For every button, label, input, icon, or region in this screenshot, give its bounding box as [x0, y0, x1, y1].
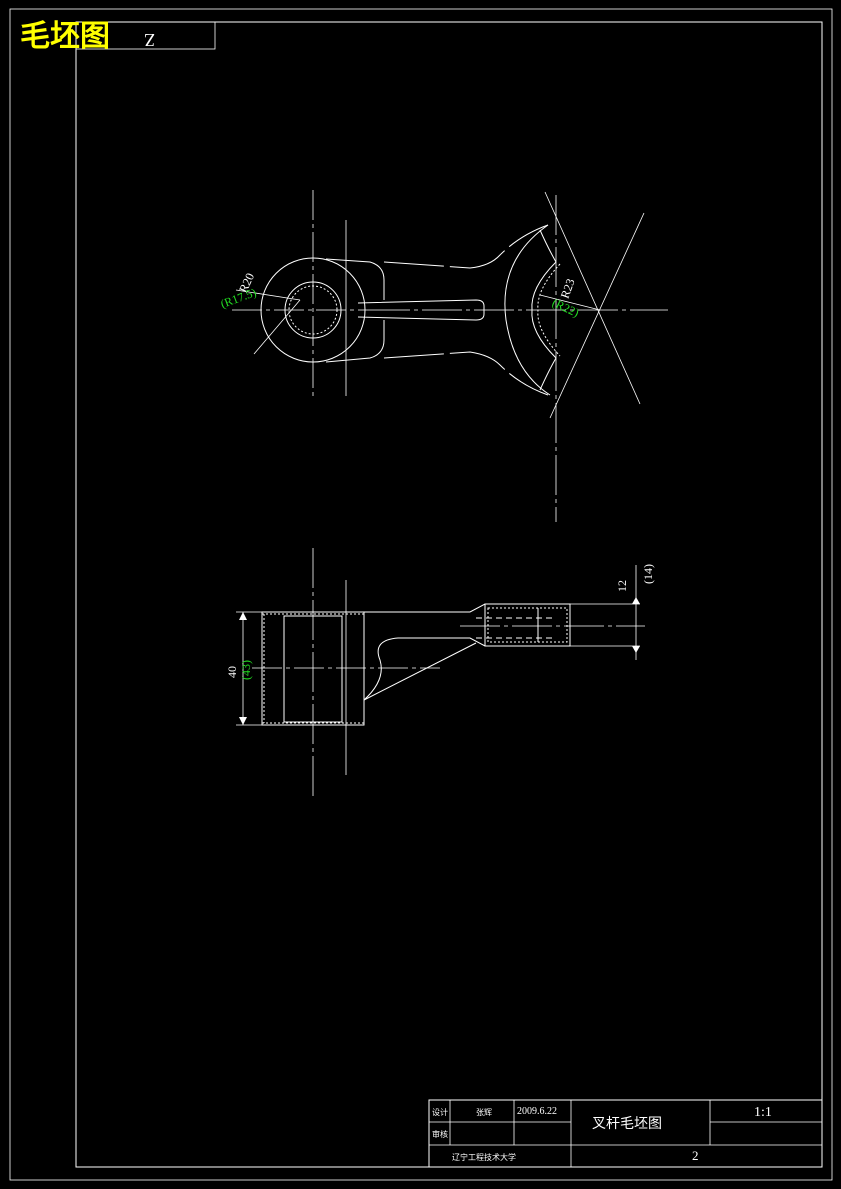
leader-r-left: [253, 299, 301, 355]
dim-height-right-blank: (14): [641, 564, 655, 584]
arrow-left-top: [239, 612, 247, 620]
title-block: 设计 审核 张辉 2009.6.22 叉杆毛坯图 1:1 辽宁工程技术大学 2: [428, 1099, 823, 1168]
arrow-right-top: [632, 597, 640, 604]
arm-lower-boss: [325, 320, 385, 363]
tb-role-review: 审核: [432, 1129, 448, 1139]
dim-r-right: R23: [558, 277, 578, 301]
fork-boss-allowance: [487, 607, 568, 643]
tb-scale: 1:1: [754, 1105, 772, 1120]
dim-height-left-blank: (43): [239, 660, 253, 680]
tb-role-design: 设计: [432, 1107, 448, 1117]
arm-rib-line: [363, 642, 477, 701]
fork-inner-arc-blank: [537, 263, 561, 357]
arm-upper-boss: [325, 258, 385, 300]
fork-bottom-tip: [539, 357, 557, 391]
arrow-right-bottom: [632, 646, 640, 653]
hub-bore-inner: [288, 285, 338, 335]
top-view: R20 (R17.5) R23 (R22): [219, 190, 668, 522]
construction-line-b: [549, 212, 645, 419]
tb-date: 2009.6.22: [517, 1106, 557, 1117]
arm-web-slot: [357, 299, 485, 321]
arm-top-edge: [364, 603, 570, 613]
fork-outer-arc: [504, 224, 551, 396]
construction-line-a: [544, 191, 641, 405]
code-box-text: Z: [144, 30, 155, 50]
hub-bore-outer: [284, 281, 342, 339]
hub-bore: [283, 615, 343, 723]
tb-designer: 张辉: [476, 1108, 492, 1117]
leader-r-left-2: [235, 289, 301, 301]
code-box: [75, 21, 216, 50]
arm-lower-edge: [383, 351, 549, 396]
arm-upper-edge: [383, 224, 549, 269]
leader-r-right: [539, 294, 601, 311]
arrow-left-bottom: [239, 717, 247, 725]
dim-r-right-blank: (R22): [550, 295, 581, 320]
front-view: 40 (43) 12 (14): [225, 548, 655, 800]
hub-outer-circle: [260, 257, 366, 363]
fork-inner-arc: [531, 261, 557, 359]
tb-school: 辽宁工程技术大学: [452, 1152, 516, 1162]
dim-height-left: 40: [225, 666, 239, 678]
tb-drawing-name: 叉杆毛坯图: [592, 1116, 662, 1132]
sheet-outer-border: [9, 8, 833, 1181]
title-block-frame: [428, 1099, 823, 1168]
dim-height-right: 12: [615, 580, 629, 592]
sheet-title: 毛坯图: [20, 19, 110, 54]
tb-sheet-no: 2: [692, 1148, 699, 1163]
fork-top-tip: [539, 229, 557, 263]
hub-body: [261, 611, 365, 726]
sheet-inner-frame: [75, 21, 823, 1168]
arm-bottom-edge: [363, 637, 570, 701]
fork-boss: [484, 603, 571, 647]
